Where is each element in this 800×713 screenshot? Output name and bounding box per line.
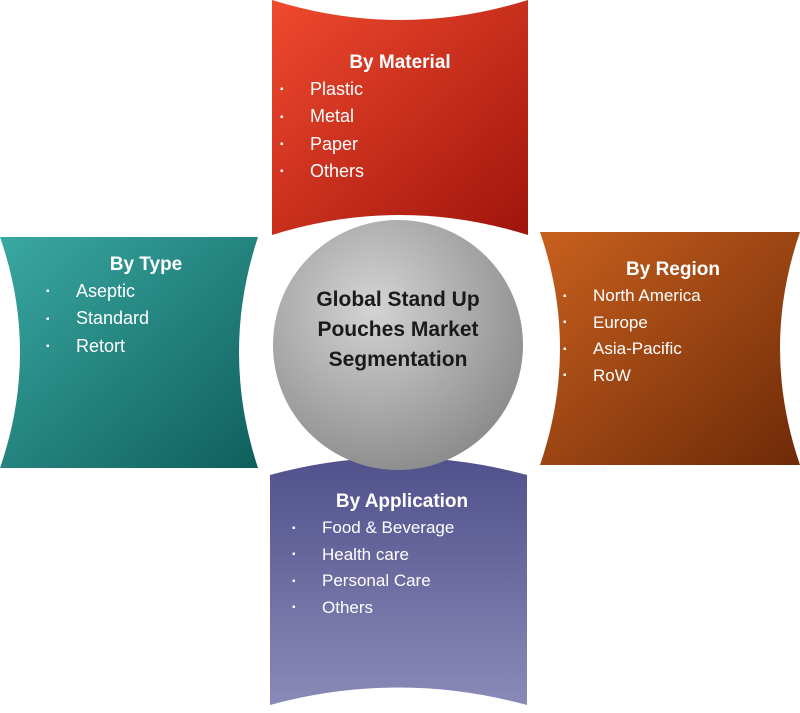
- list-item: RoW: [563, 363, 783, 390]
- list-item: Europe: [563, 310, 783, 337]
- list-item: Others: [292, 595, 512, 622]
- segment-title: By Type: [109, 254, 183, 275]
- segment-material: By Material PlasticMetalPaperOthers: [280, 52, 520, 185]
- list-item: Food & Beverage: [292, 515, 512, 542]
- segment-region: By Region North AmericaEuropeAsia-Pacifi…: [563, 259, 783, 389]
- list-item: Retort: [46, 333, 246, 360]
- list-item: Others: [280, 158, 520, 185]
- list-item: Asia-Pacific: [563, 336, 783, 363]
- center-circle: [273, 220, 523, 470]
- segment-title: By Material: [349, 52, 451, 73]
- list-item: Plastic: [280, 76, 520, 103]
- segment-title: By Region: [626, 259, 720, 280]
- list-item: Standard: [46, 305, 246, 332]
- list-item: Paper: [280, 131, 520, 158]
- segment-application: By Application Food & BeverageHealth car…: [292, 491, 512, 621]
- list-item: Aseptic: [46, 278, 246, 305]
- list-item: Personal Care: [292, 568, 512, 595]
- segment-type: By Type AsepticStandardRetort: [46, 254, 246, 360]
- segment-title: By Application: [335, 491, 469, 512]
- list-item: Metal: [280, 103, 520, 130]
- center-title: Global Stand Up Pouches Market Segmentat…: [316, 288, 480, 371]
- list-item: Health care: [292, 542, 512, 569]
- list-item: North America: [563, 283, 783, 310]
